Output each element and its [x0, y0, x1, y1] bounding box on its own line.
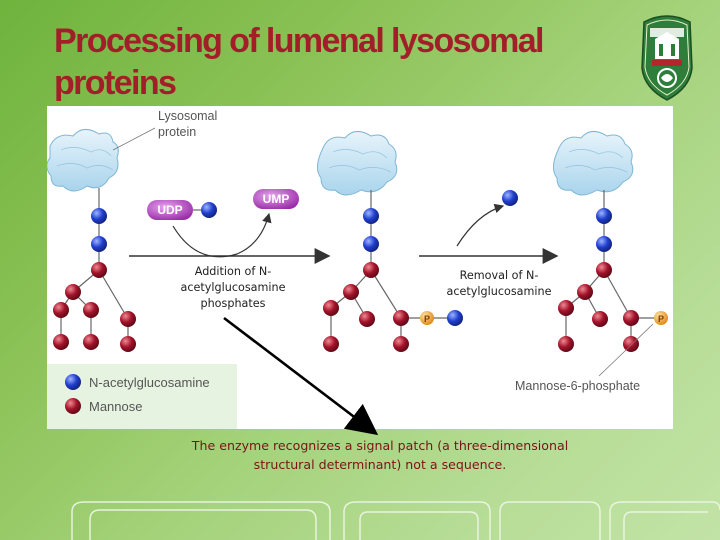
udp-glcnac: [201, 202, 217, 218]
lysosomal-protein-3: [553, 131, 634, 196]
legend-box: [47, 364, 237, 429]
udp-nucleotide: [147, 200, 193, 220]
slide-title: Processing of lumenal lysosomal proteins: [54, 22, 545, 102]
step2-caption: Removal of N-acetylglucosamine: [446, 269, 552, 298]
lysosomal-protein-1: [47, 129, 119, 192]
step1-caption: Addition of N-acetylglucosamine phosphat…: [180, 265, 286, 310]
released-glcnac: [502, 190, 518, 206]
protein-label-line2: protein: [158, 125, 196, 139]
ump-nucleotide: [253, 189, 299, 209]
legend-glcnac-swatch: [65, 374, 81, 390]
glycan-processing-diagram: Lysosomal protein: [47, 109, 668, 414]
phosphate-group-2: [654, 311, 668, 325]
ump-label: UMP: [263, 192, 290, 206]
release-curved-arrow: [456, 203, 505, 247]
protein-label-pointer: [112, 127, 156, 151]
phosphate-group-1: [420, 311, 434, 325]
legend-glcnac-label: N-acetylglucosamine: [89, 375, 210, 390]
diagram-panel: Lysosomal protein: [47, 106, 673, 429]
phosphate-label-1: P: [424, 314, 430, 324]
enzyme-note: The enzyme recognizes a signal patch (a …: [191, 438, 569, 472]
glycan-tree-3-residues: [558, 208, 668, 352]
legend: N-acetylglucosamine Mannose: [65, 374, 210, 414]
glycan-tree-1-residues: [53, 208, 136, 352]
bottom-decoration: [71, 501, 720, 540]
legend-mannose-label: Mannose: [89, 399, 142, 414]
university-emblem-icon: [641, 15, 693, 101]
lysosomal-protein-2: [317, 131, 398, 196]
m6p-pointer: [598, 323, 654, 377]
m6p-label: Mannose-6-phosphate: [515, 379, 640, 393]
udp-ump-curved-arrow: [172, 212, 272, 258]
glycan-tree-2-residues: [323, 208, 463, 352]
protein-label-line1: Lysosomal: [158, 109, 217, 123]
udp-label: UDP: [157, 203, 182, 217]
phosphate-label-2: P: [658, 314, 664, 324]
legend-mannose-swatch: [65, 398, 81, 414]
